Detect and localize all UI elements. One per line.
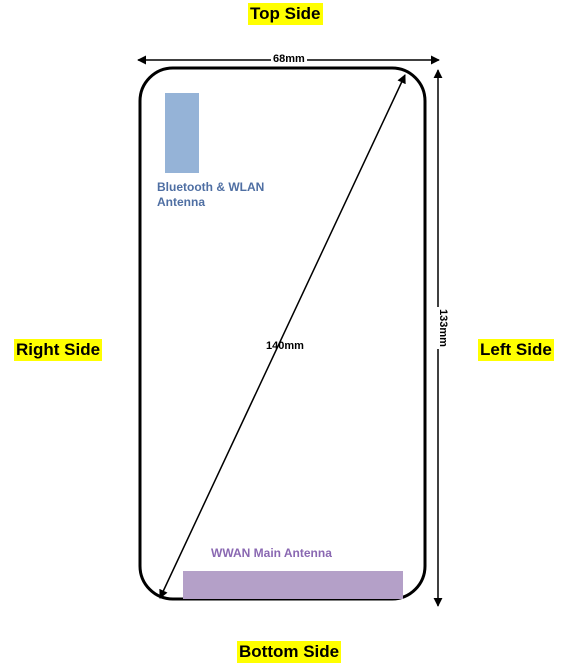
bluetooth-wlan-antenna-block bbox=[165, 93, 199, 173]
diagonal-dimension-arrow bbox=[159, 74, 406, 599]
top-side-label: Top Side bbox=[248, 3, 323, 25]
left-side-label: Left Side bbox=[478, 339, 554, 361]
height-dimension-label: 133mm bbox=[437, 307, 449, 349]
width-dimension-label: 68mm bbox=[271, 53, 307, 65]
bluetooth-wlan-antenna-label: Bluetooth & WLAN Antenna bbox=[157, 180, 265, 209]
wwan-main-antenna-block bbox=[183, 571, 403, 599]
wwan-main-antenna-label: WWAN Main Antenna bbox=[211, 546, 332, 560]
diagonal-dimension-label: 140mm bbox=[266, 340, 304, 352]
right-side-label: Right Side bbox=[14, 339, 103, 361]
bottom-side-label: Bottom Side bbox=[237, 641, 342, 663]
